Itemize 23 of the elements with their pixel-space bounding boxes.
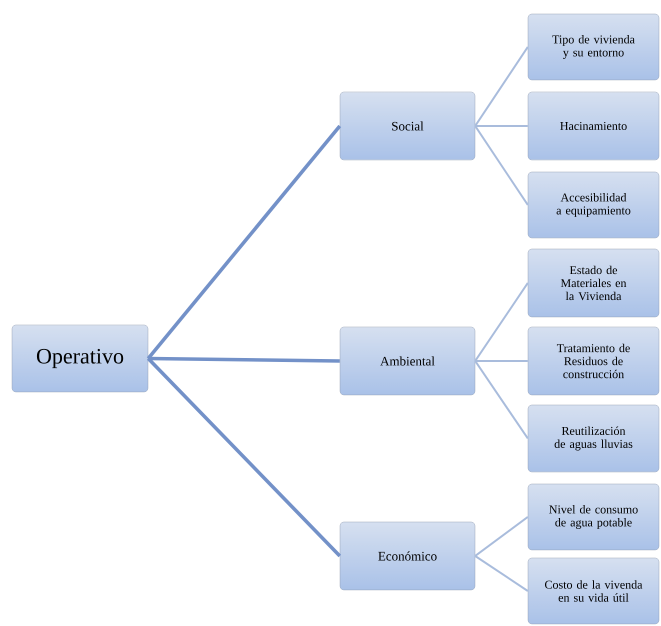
connector-line — [146, 357, 342, 558]
connector-line — [474, 282, 529, 362]
connector-line — [474, 125, 529, 206]
category-box: Social — [340, 92, 476, 160]
indicator-box: Tratamiento de Residuos de construcción — [528, 326, 660, 396]
indicator-box: Accesibilidad a equipamiento — [528, 172, 660, 238]
category-box: Ambiental — [340, 326, 476, 396]
indicator-box: Nivel de consumo de agua potable — [528, 484, 660, 550]
indicator-box: Estado de Materiales en la Vivienda — [528, 248, 660, 318]
connector-line — [474, 360, 529, 440]
indicator-box: Costo de la vivenda en su vida útil — [528, 558, 660, 624]
connector-line — [475, 125, 528, 127]
connector-line — [148, 356, 340, 363]
root-box: Operativo — [12, 324, 148, 392]
indicator-box: Hacinamiento — [528, 92, 660, 160]
connector-line — [474, 516, 528, 557]
connector-line — [474, 46, 529, 127]
connector-line — [475, 360, 528, 362]
connector-line — [474, 555, 528, 592]
indicator-box: Tipo de vivienda y su entorno — [528, 14, 660, 80]
indicator-box: Reutilización de aguas lluvias — [528, 404, 660, 472]
connector-line — [146, 124, 342, 360]
category-box: Económico — [340, 522, 476, 590]
